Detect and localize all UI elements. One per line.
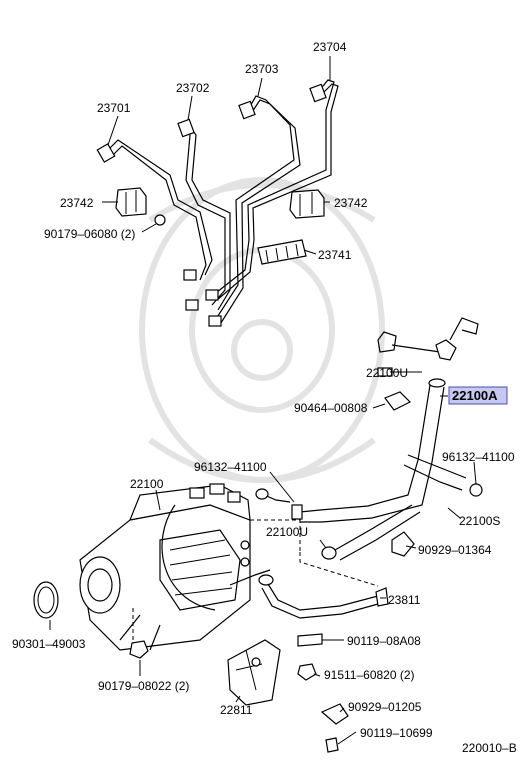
label-22100U-mid: 22100U [266,525,308,539]
label-23703: 23703 [245,62,279,76]
label-23701: 23701 [97,101,131,115]
label-90119-10699: 90119–10699 [360,726,433,740]
label-90464-00808: 90464–00808 [294,401,368,415]
sensor-bracket [227,633,349,753]
injection-pipes [96,79,339,327]
label-22100: 22100 [130,477,164,491]
reference-lines [132,519,379,640]
footer-code: 220010–B [462,741,517,755]
label-23742-left: 23742 [60,196,94,210]
label-91511-60820: 91511–60820 (2) [324,668,415,682]
label-90179-06080: 90179–06080 (2) [44,227,135,241]
watermark-crest [139,177,385,483]
part-labels: 23704 23703 23702 23701 23742 23742 9017… [12,40,517,755]
highlight-box-22100A [448,386,508,405]
leader-lines [49,56,477,745]
o-ring [33,581,59,619]
pipe-clamp-row [257,239,307,265]
label-90301-49003: 90301–49003 [12,637,86,651]
label-90929-01364: 90929–01364 [418,543,492,557]
pipe-clamp-left [115,187,166,226]
label-23704: 23704 [313,40,347,54]
label-96132-41100-left: 96132–41100 [194,460,267,474]
return-pipe [258,574,389,619]
label-22811: 22811 [220,703,253,717]
label-22100U-top: 22100U [366,366,408,380]
label-22100A[interactable]: 22100A [452,388,498,403]
pump-nut [129,640,149,659]
label-22100S: 22100S [459,514,500,528]
label-23742-right: 23742 [334,196,368,210]
label-90929-01205: 90929–01205 [348,700,422,714]
label-23741: 23741 [318,248,352,262]
label-90119-08A08: 90119–08A08 [347,634,421,648]
label-23811: 23811 [388,593,421,607]
label-23702: 23702 [176,81,210,95]
fuel-hose-assembly [255,317,483,561]
injection-pump [79,483,271,651]
pipe-clamp-right [289,189,325,219]
label-96132-41100-right: 96132–41100 [442,450,515,464]
label-90179-08022: 90179–08022 (2) [98,679,189,693]
